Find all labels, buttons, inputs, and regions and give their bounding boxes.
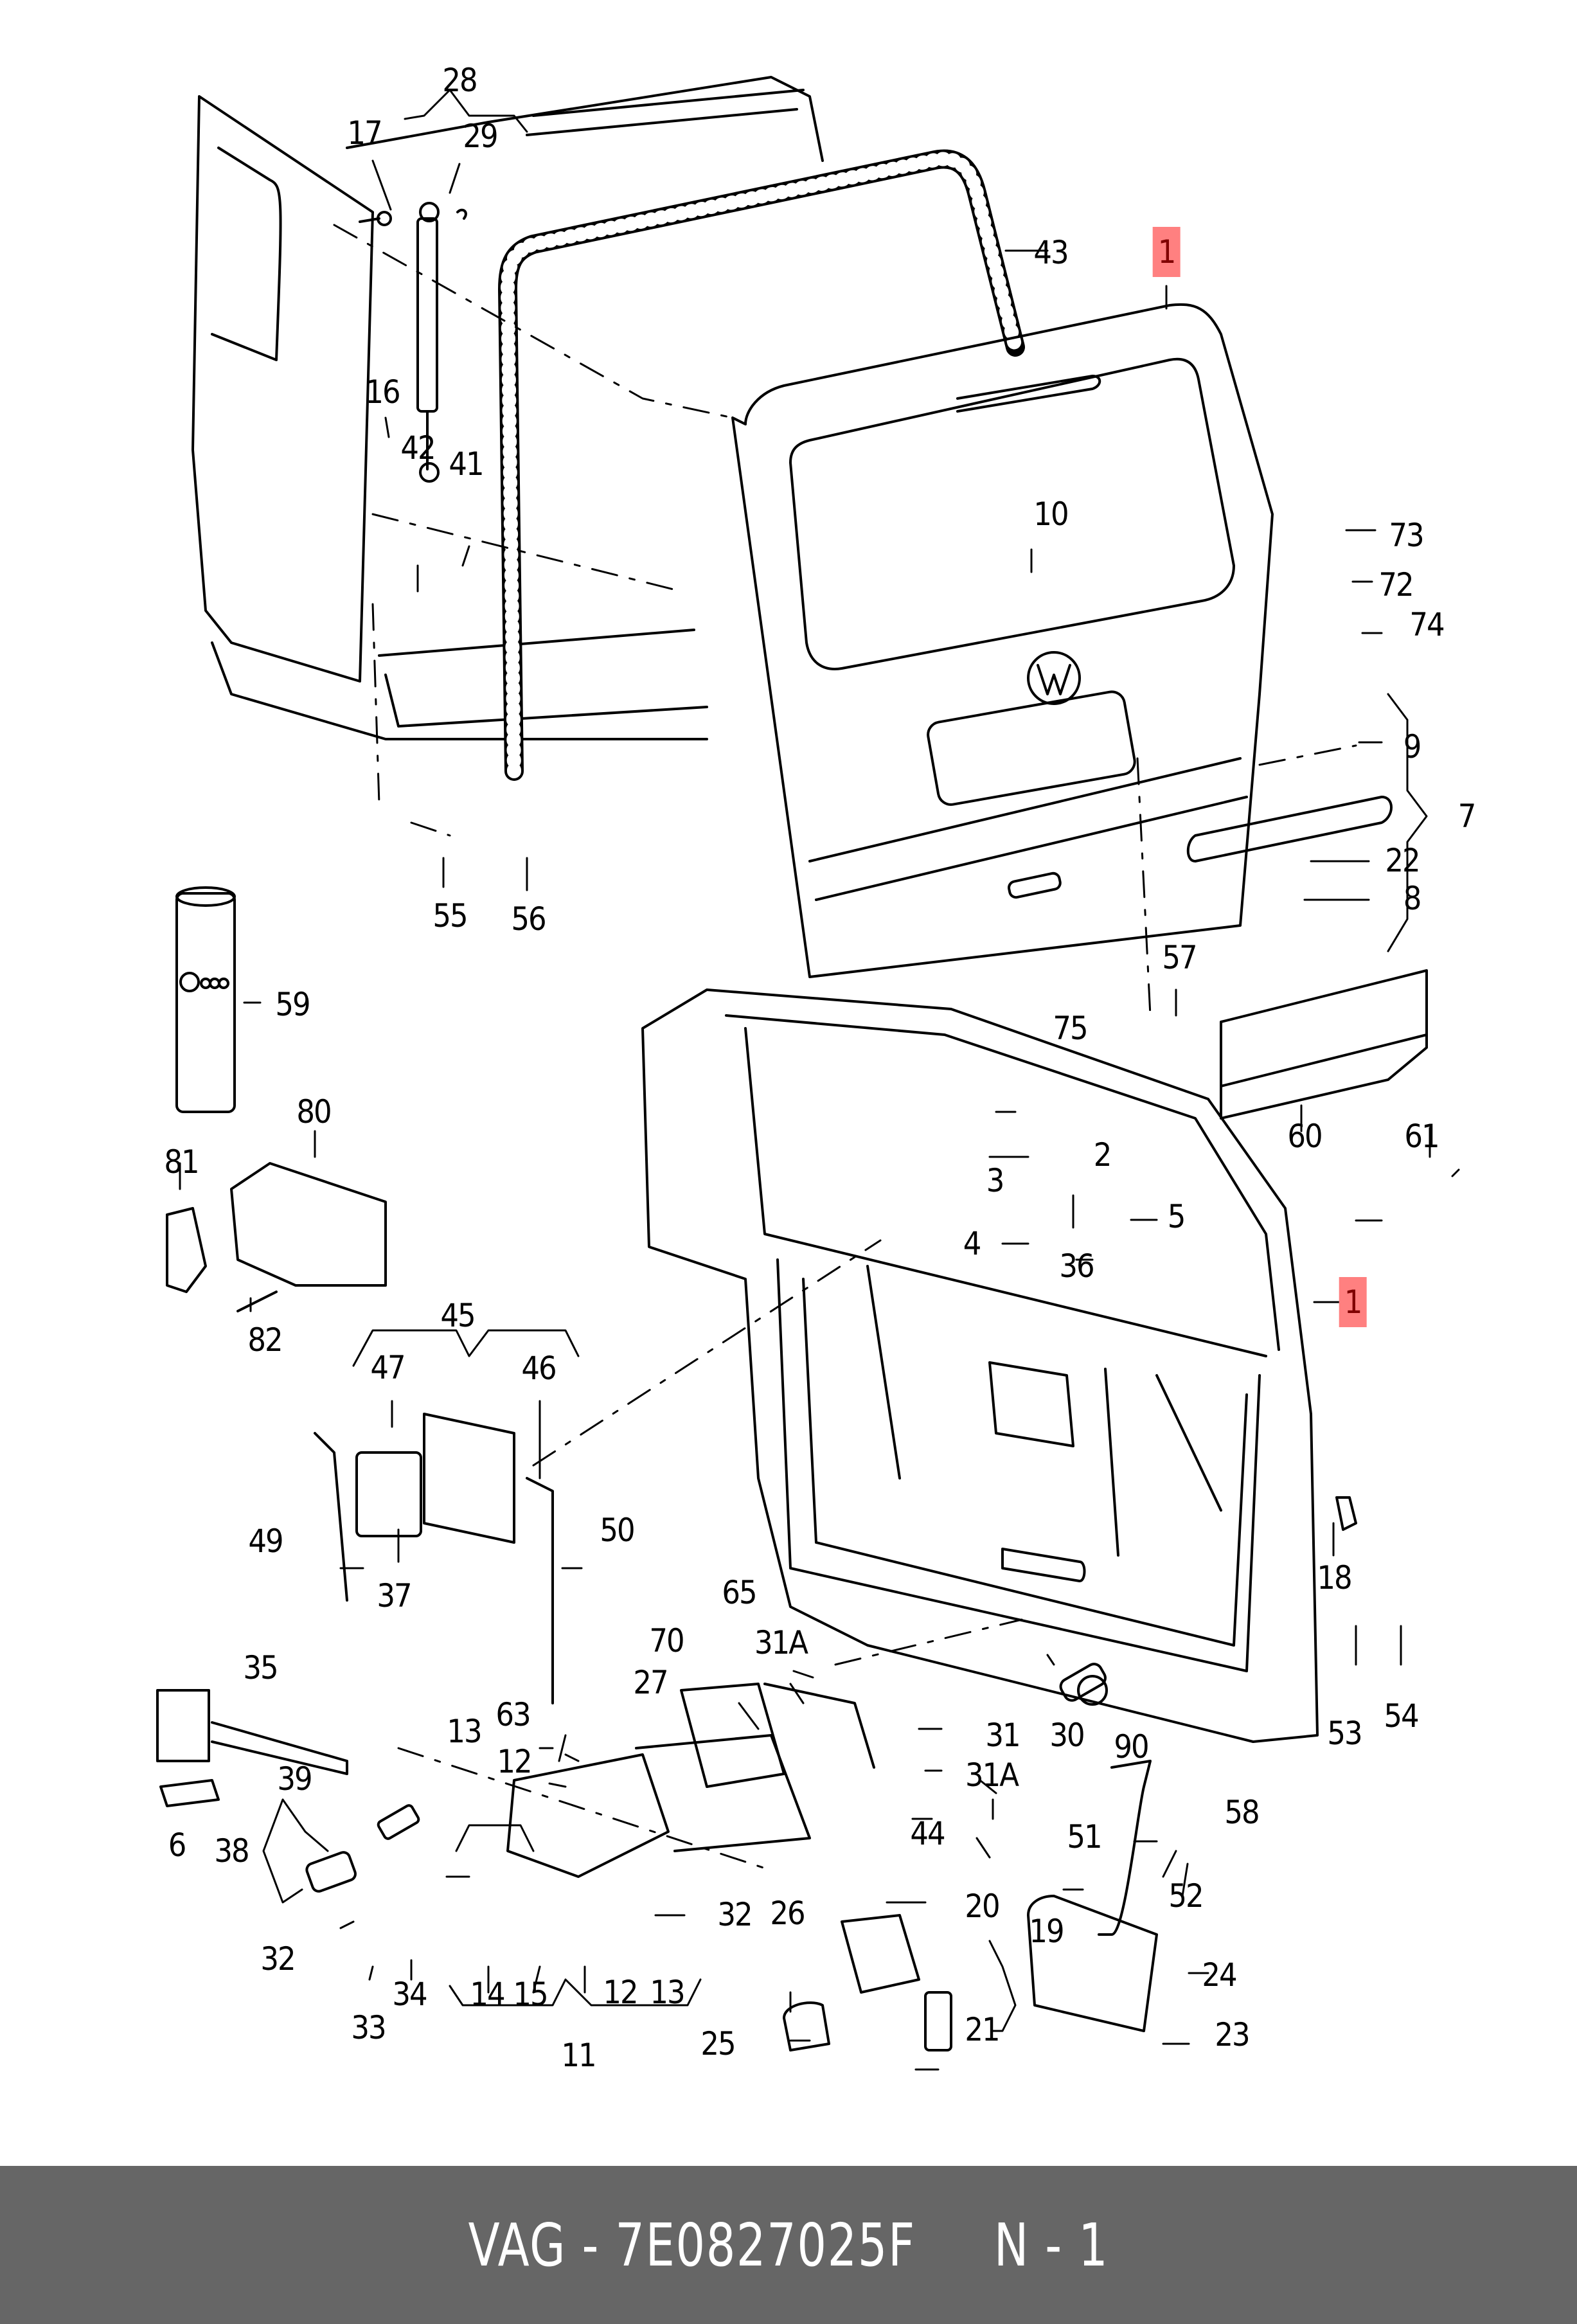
callout-24[interactable]: 24	[1202, 1956, 1237, 1994]
callout-74[interactable]: 74	[1409, 606, 1445, 643]
callout-72[interactable]: 72	[1378, 566, 1414, 603]
callout-44[interactable]: 44	[910, 1815, 945, 1852]
callout-19[interactable]: 19	[1029, 1913, 1064, 1950]
callout-20[interactable]: 20	[965, 1888, 1000, 1925]
callout-12-lower[interactable]: 12	[603, 1974, 638, 2011]
callout-10[interactable]: 10	[1033, 496, 1069, 533]
callout-49[interactable]: 49	[248, 1523, 283, 1560]
callout-13-upper[interactable]: 13	[447, 1713, 482, 1750]
callout-6[interactable]: 6	[168, 1827, 187, 1864]
upper-tailgate	[731, 303, 1274, 978]
callout-39[interactable]: 39	[277, 1760, 312, 1798]
callout-41[interactable]: 41	[449, 445, 484, 483]
callout-42[interactable]: 42	[400, 429, 436, 467]
callout-31a-lower[interactable]: 31A	[965, 1756, 1019, 1794]
callout-9[interactable]: 9	[1403, 728, 1422, 765]
callout-30[interactable]: 30	[1049, 1717, 1085, 1754]
callout-70[interactable]: 70	[649, 1622, 684, 1659]
callout-43[interactable]: 43	[1033, 234, 1069, 271]
callout-12-upper[interactable]: 12	[497, 1743, 532, 1780]
callout-1-upper-tailgate[interactable]: 1	[1152, 227, 1181, 277]
callout-55[interactable]: 55	[432, 897, 468, 934]
callout-46[interactable]: 46	[521, 1350, 557, 1387]
footer-part-label: VAG - 7E0827025F N - 1	[468, 2210, 1109, 2280]
callout-23[interactable]: 23	[1215, 2016, 1250, 2053]
callout-15[interactable]: 15	[513, 1976, 548, 2013]
gas-strut	[359, 202, 467, 483]
callout-33[interactable]: 33	[351, 2009, 386, 2046]
sealant-can-59	[175, 886, 236, 1113]
callout-13-lower[interactable]: 13	[650, 1974, 685, 2011]
callout-22[interactable]: 22	[1385, 842, 1420, 879]
callout-16[interactable]: 16	[365, 373, 400, 411]
callout-5[interactable]: 5	[1167, 1198, 1186, 1235]
callout-14[interactable]: 14	[470, 1976, 505, 2013]
callout-59[interactable]: 59	[275, 986, 310, 1023]
callout-45[interactable]: 45	[440, 1297, 476, 1334]
callout-54[interactable]: 54	[1384, 1697, 1419, 1735]
trim-strips	[1186, 796, 1428, 1120]
diagram-artwork	[156, 76, 1460, 2071]
callout-3[interactable]: 3	[986, 1162, 1005, 1199]
tailgate-seal	[498, 149, 1025, 781]
callout-32-left[interactable]: 32	[260, 1940, 296, 1978]
callout-28[interactable]: 28	[442, 62, 477, 99]
callout-61[interactable]: 61	[1404, 1118, 1439, 1155]
callout-81[interactable]: 81	[164, 1143, 199, 1181]
callout-37[interactable]: 37	[377, 1577, 412, 1614]
callout-51[interactable]: 51	[1067, 1818, 1102, 1855]
callout-47[interactable]: 47	[370, 1349, 405, 1386]
callout-11[interactable]: 11	[561, 2037, 596, 2074]
callout-53[interactable]: 53	[1327, 1715, 1362, 1752]
part-number-footer: VAG - 7E0827025F N - 1	[0, 2166, 1577, 2324]
callout-50[interactable]: 50	[600, 1512, 635, 1549]
right-side-parts	[783, 1496, 1357, 2051]
callout-31a-upper[interactable]: 31A	[754, 1624, 808, 1661]
callout-29[interactable]: 29	[463, 118, 498, 155]
callout-38[interactable]: 38	[214, 1832, 249, 1870]
callout-17[interactable]: 17	[347, 114, 382, 152]
callout-18[interactable]: 18	[1317, 1559, 1352, 1596]
callout-25[interactable]: 25	[700, 2025, 736, 2062]
callout-63[interactable]: 63	[495, 1696, 531, 1733]
callout-52[interactable]: 52	[1168, 1877, 1204, 1915]
assembly-lines	[333, 224, 1357, 1872]
parts-diagram: 1 1 2 3 4 5 6 7 8 9 10 11 12 12 13 13 14…	[156, 62, 1477, 2074]
callout-60[interactable]: 60	[1287, 1118, 1323, 1155]
callout-32-right[interactable]: 32	[717, 1896, 753, 1933]
callout-82[interactable]: 82	[247, 1321, 283, 1359]
callout-75[interactable]: 75	[1053, 1010, 1088, 1047]
callout-1-lower-tailgate[interactable]: 1	[1339, 1277, 1367, 1327]
lock-carrier-45	[314, 1413, 554, 1704]
callout-8[interactable]: 8	[1403, 880, 1422, 917]
lock-cylinder-assembly	[156, 1689, 420, 1893]
lower-tailgate-frame	[641, 988, 1319, 1743]
callout-26[interactable]: 26	[770, 1895, 805, 1932]
handle-assembly-80	[166, 1162, 387, 1312]
callout-73[interactable]: 73	[1389, 517, 1424, 554]
callout-31[interactable]: 31	[985, 1717, 1020, 1754]
callout-57[interactable]: 57	[1162, 939, 1197, 976]
leader-lines	[179, 89, 1460, 2071]
callout-27[interactable]: 27	[633, 1664, 668, 1701]
callout-36[interactable]: 36	[1059, 1247, 1094, 1285]
callout-65[interactable]: 65	[722, 1574, 757, 1611]
callout-34[interactable]: 34	[392, 1976, 427, 2013]
callout-35[interactable]: 35	[243, 1649, 278, 1686]
vehicle-body-outline	[192, 76, 824, 740]
callout-80[interactable]: 80	[296, 1093, 332, 1131]
lock-11	[506, 1683, 875, 1878]
callout-56[interactable]: 56	[511, 900, 546, 938]
callout-90[interactable]: 90	[1114, 1728, 1149, 1765]
callout-7[interactable]: 7	[1457, 798, 1477, 835]
callout-4[interactable]: 4	[963, 1225, 982, 1262]
callout-2[interactable]: 2	[1093, 1136, 1112, 1174]
callout-21[interactable]: 21	[965, 2011, 1000, 2048]
callout-58[interactable]: 58	[1224, 1794, 1260, 1831]
